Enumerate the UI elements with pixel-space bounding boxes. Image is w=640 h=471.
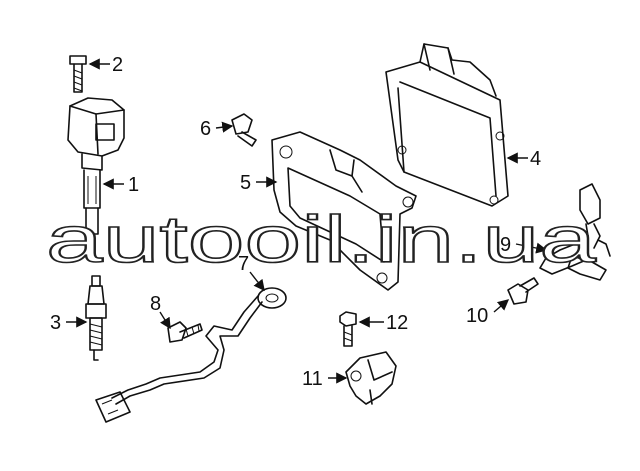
oxygen-sensor-drawing — [539, 183, 611, 281]
callout-9: 9 — [500, 234, 511, 256]
watermark-text: autooil.in.ua — [46, 202, 596, 276]
leader-lines — [66, 58, 548, 384]
callout-11: 11 — [302, 368, 323, 390]
callout-8: 8 — [150, 293, 161, 315]
callout-10: 10 — [466, 305, 488, 327]
bracket-bolt-drawing — [231, 113, 257, 147]
ecm-bracket-drawing — [271, 131, 417, 291]
cam-sensor-drawing — [345, 351, 397, 405]
callout-6: 6 — [200, 118, 211, 140]
callout-7: 7 — [238, 253, 249, 275]
coil-bolt-drawing — [69, 55, 87, 93]
callout-4: 4 — [530, 148, 541, 170]
callout-2: 2 — [112, 54, 123, 76]
sensor-bolt-drawing — [507, 277, 539, 305]
knock-sensor-drawing — [95, 287, 287, 423]
cam-bolt-drawing — [339, 311, 357, 347]
callout-12: 12 — [386, 312, 408, 334]
ignition-coil-drawing — [67, 97, 125, 235]
callout-3: 3 — [50, 312, 61, 334]
callout-5: 5 — [240, 172, 251, 194]
callout-1: 1 — [128, 174, 139, 196]
ecm-drawing — [385, 43, 509, 207]
spark-plug-drawing — [85, 275, 107, 361]
knock-bolt-drawing — [167, 321, 203, 343]
